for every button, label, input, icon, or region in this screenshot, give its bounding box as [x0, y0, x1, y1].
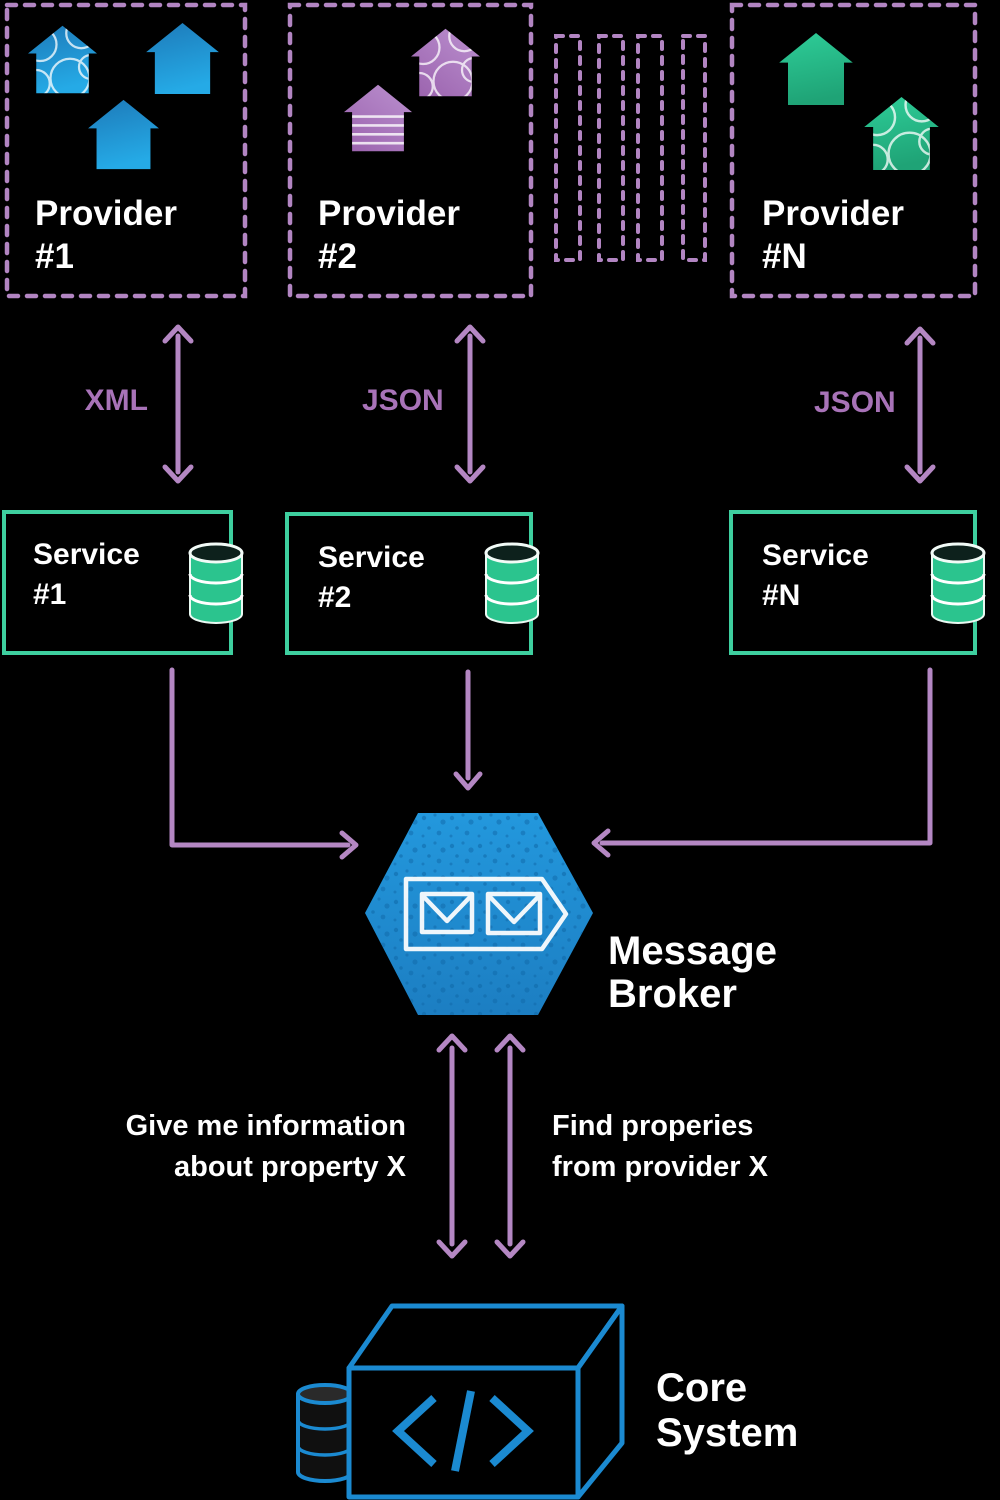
- protocol-label-xml: XML: [84, 384, 148, 417]
- message-broker-icon: [365, 813, 593, 1015]
- house-icon: [343, 84, 413, 152]
- house-icon: [859, 89, 946, 175]
- house-icon: [406, 21, 486, 101]
- database-icon: [188, 542, 244, 625]
- database-dark-icon: [296, 1383, 354, 1483]
- arrow-provider1-service1: [162, 324, 194, 484]
- arrow-broker-core-left: [436, 1033, 468, 1259]
- provider-1-frame: [4, 2, 248, 299]
- house-icon: [23, 18, 103, 98]
- house-icon: [88, 99, 159, 170]
- database-icon: [484, 542, 540, 625]
- provider-2-frame: [287, 2, 534, 299]
- arrow-broker-core-right: [494, 1033, 526, 1259]
- arrow-provider2-service2: [454, 324, 486, 484]
- arrow-providerN-serviceN: [904, 326, 936, 484]
- protocol-label-json-2: JSON: [362, 384, 444, 417]
- more-providers-placeholder: [554, 34, 707, 262]
- service-2-label: Service#2: [318, 541, 425, 614]
- service-1-label: Service#1: [33, 538, 140, 611]
- house-icon: [779, 33, 853, 105]
- protocol-label-json-n: JSON: [814, 386, 896, 419]
- arrow-serviceN-broker: [591, 667, 933, 858]
- provider-n-label: Provider#N: [762, 194, 904, 276]
- provider-2-label: Provider#2: [318, 194, 460, 276]
- code-icon: [392, 1390, 534, 1472]
- envelope-queue-icon: [403, 876, 569, 952]
- service-n-label: Service#N: [762, 539, 869, 612]
- arrow-service1-broker: [169, 667, 359, 860]
- provider-1-label: Provider#1: [35, 194, 177, 276]
- arrow-service2-broker: [453, 669, 483, 791]
- database-icon: [930, 542, 986, 625]
- core-system-icon: [296, 1303, 625, 1500]
- provider-n-frame: [729, 2, 978, 299]
- house-icon: [146, 22, 219, 95]
